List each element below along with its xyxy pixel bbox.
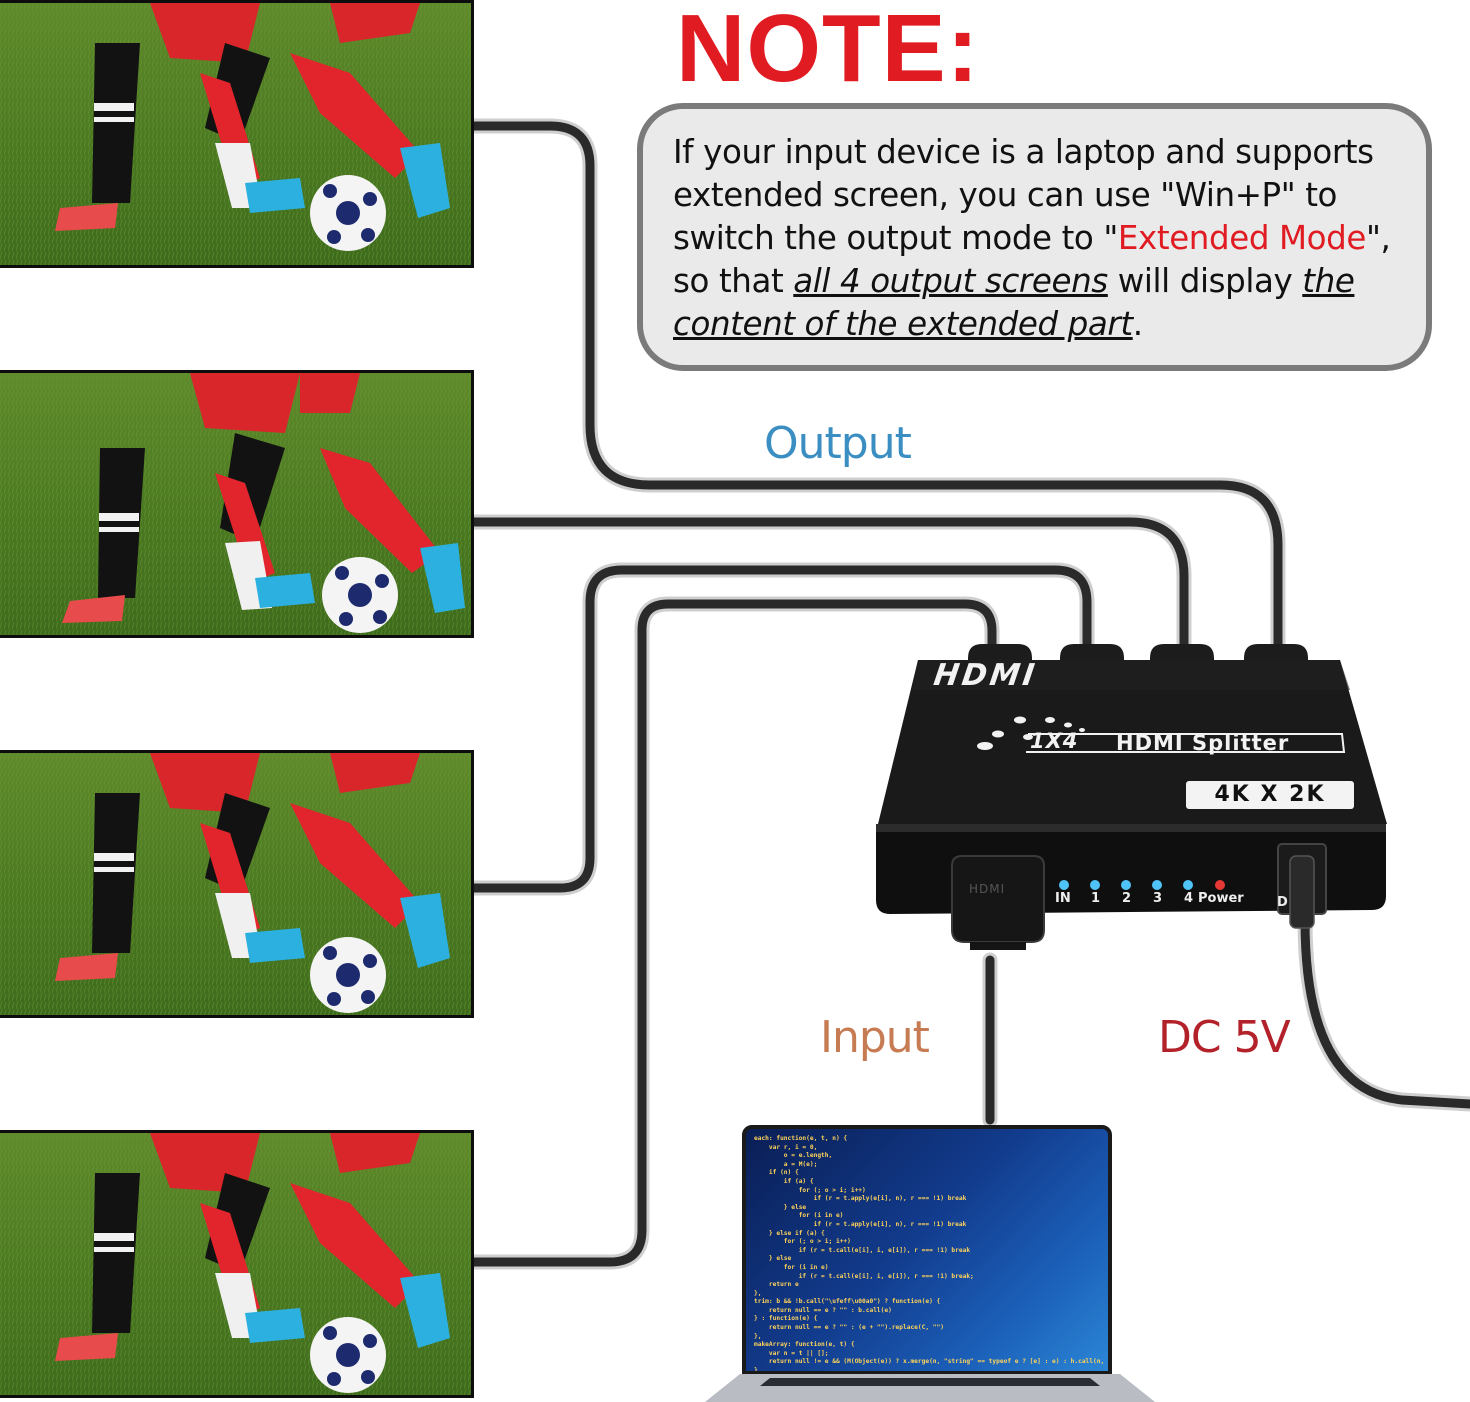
input-label: Input: [820, 1012, 930, 1063]
note-emphasis-2: the: [1302, 262, 1355, 300]
output-screen-1: [0, 0, 474, 268]
football-players-image: [0, 1133, 471, 1395]
output-cable-1: [469, 121, 1283, 655]
hdmi-input-plug: [951, 855, 1045, 943]
note-line-4a: so that: [673, 262, 794, 300]
note-emphasis-3: content of the extended part: [673, 305, 1133, 343]
led-label-in: IN: [1055, 891, 1071, 906]
led-label-1: 1: [1091, 891, 1101, 906]
output-cable-4: [469, 599, 997, 1267]
output-screen-2: [0, 370, 474, 638]
extended-mode-highlight: Extended Mode: [1117, 219, 1366, 257]
note-title: NOTE:: [676, 0, 980, 102]
led-power: [1215, 880, 1225, 890]
plug-label: HDMI: [969, 882, 1006, 896]
note-text: If your input device is a laptop and sup…: [673, 131, 1400, 346]
output-label: Output: [764, 418, 912, 469]
dc-plug: [1289, 855, 1315, 929]
note-emphasis-1: all 4 output screens: [793, 262, 1108, 300]
dc-cable: [1300, 915, 1470, 1109]
resolution-badge: 4K X 2K: [1186, 781, 1354, 809]
led-label-3: 3: [1153, 891, 1163, 906]
led-1: [1090, 880, 1100, 890]
note-line-4b: will display: [1107, 262, 1303, 300]
football-players-image: [0, 373, 471, 635]
note-line-5-end: .: [1132, 305, 1143, 343]
output-cable-3: [469, 565, 1092, 893]
led-label-power: Power: [1198, 891, 1244, 906]
note-line-3b: ",: [1365, 219, 1391, 257]
dc-label: DC 5V: [1158, 1012, 1291, 1063]
output-screen-4: [0, 1130, 474, 1398]
note-line-3a: switch the output mode to ": [673, 219, 1118, 257]
note-line-2: extended screen, you can use "Win+P" to: [673, 176, 1338, 214]
football-players-image: [0, 3, 471, 265]
led-label-4: 4: [1184, 891, 1194, 906]
splitter-model: 1X4: [1030, 729, 1079, 753]
led-3: [1152, 880, 1162, 890]
laptop-code: each: function(e, t, n) { var r, i = 0, …: [754, 1135, 1112, 1375]
led-2: [1121, 880, 1131, 890]
hdmi-logo: HDMI: [931, 658, 1040, 693]
dc-port-label: D: [1277, 895, 1288, 910]
note-box: If your input device is a laptop and sup…: [637, 103, 1432, 371]
laptop-base: [705, 1374, 1155, 1402]
football-players-image: [0, 753, 471, 1015]
led-in: [1059, 880, 1069, 890]
splitter-product-name: HDMI Splitter: [1116, 731, 1290, 755]
output-screen-3: [0, 750, 474, 1018]
led-label-2: 2: [1122, 891, 1132, 906]
led-4: [1183, 880, 1193, 890]
output-cable-2: [469, 517, 1189, 655]
note-line-1: If your input device is a laptop and sup…: [673, 133, 1374, 171]
laptop-screen: each: function(e, t, n) { var r, i = 0, …: [742, 1125, 1112, 1375]
